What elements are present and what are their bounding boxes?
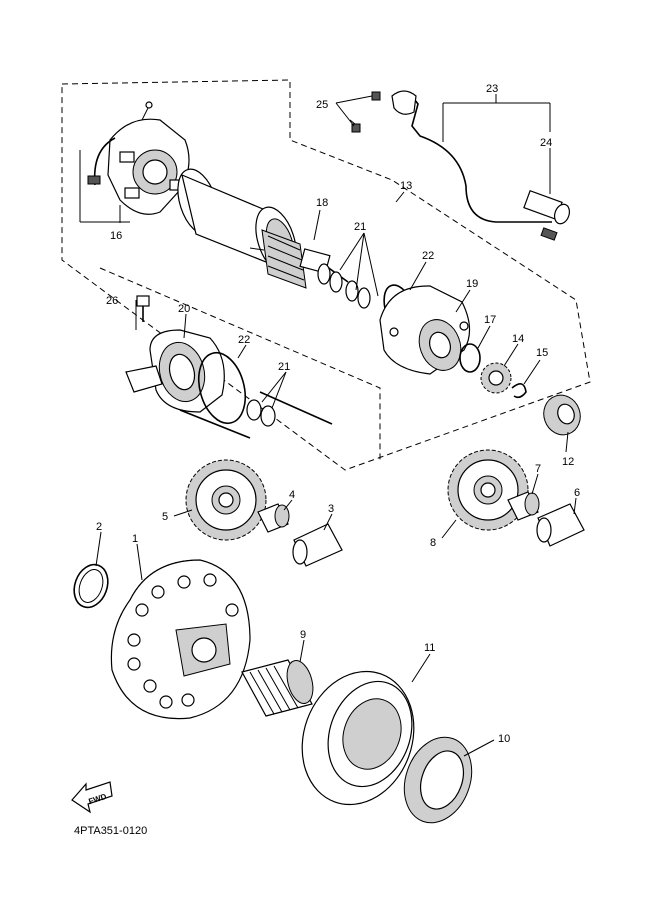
label-part-24: 24 [540, 137, 552, 149]
label-part-8: 8 [430, 537, 436, 549]
label-part-19: 19 [466, 278, 478, 290]
rear-cover [125, 295, 225, 413]
part-number-labels: 1 2 3 4 5 6 7 8 9 10 11 12 13 14 15 16 1… [96, 83, 580, 745]
small-gear-14 [480, 362, 512, 394]
idler-gear-8 [447, 449, 529, 531]
lead-wire [349, 90, 571, 241]
label-part-25: 25 [316, 99, 328, 111]
diagram-code: 4PTA351-0120 [74, 825, 147, 837]
brush-holder-plate [87, 101, 190, 215]
starter-motor-assembly-outline [61, 79, 591, 471]
upper-washers [317, 263, 371, 309]
label-part-18: 18 [316, 197, 328, 209]
front-cover [379, 285, 471, 375]
label-part-15: 15 [536, 347, 548, 359]
label-part-4: 4 [289, 489, 295, 501]
label-part-14: 14 [512, 333, 524, 345]
needle-bearing-4 [257, 503, 290, 533]
label-part-12: 12 [562, 456, 574, 468]
label-part-10: 10 [498, 733, 510, 745]
label-part-7: 7 [535, 463, 541, 475]
label-part-9: 9 [300, 629, 306, 641]
circlip-15 [511, 383, 527, 399]
label-part-1: 1 [132, 533, 138, 545]
label-part-2: 2 [96, 521, 102, 533]
label-part-11: 11 [424, 642, 435, 654]
roller-bearing-9 [241, 659, 314, 717]
needle-bearing-7 [507, 491, 540, 521]
bearing-12 [543, 394, 581, 436]
shaft-3 [292, 523, 343, 567]
label-part-22-upper: 22 [422, 250, 434, 262]
label-part-5: 5 [162, 511, 168, 523]
idler-gear-5 [185, 459, 267, 541]
label-part-26: 26 [106, 295, 118, 307]
leader-lines [79, 94, 577, 757]
label-part-23: 23 [486, 83, 498, 95]
lower-oring-washers [179, 351, 333, 439]
shaft-6 [536, 503, 585, 547]
label-part-22-lower: 22 [238, 334, 250, 346]
o-ring-17 [459, 343, 481, 373]
label-part-6: 6 [574, 487, 580, 499]
label-part-21-upper: 21 [354, 221, 366, 233]
ring-2 [73, 563, 109, 609]
starter-wheel-gear-1 [110, 559, 251, 720]
clutch-housing-11 [301, 670, 415, 806]
label-part-13: 13 [400, 180, 412, 192]
label-part-16: 16 [110, 230, 122, 242]
label-part-3: 3 [328, 503, 334, 515]
label-part-20: 20 [178, 303, 190, 315]
label-part-17: 17 [484, 314, 496, 326]
front-direction-marker: FWD [71, 781, 113, 814]
one-way-clutch-10 [403, 736, 473, 824]
label-part-21-lower: 21 [278, 361, 290, 373]
